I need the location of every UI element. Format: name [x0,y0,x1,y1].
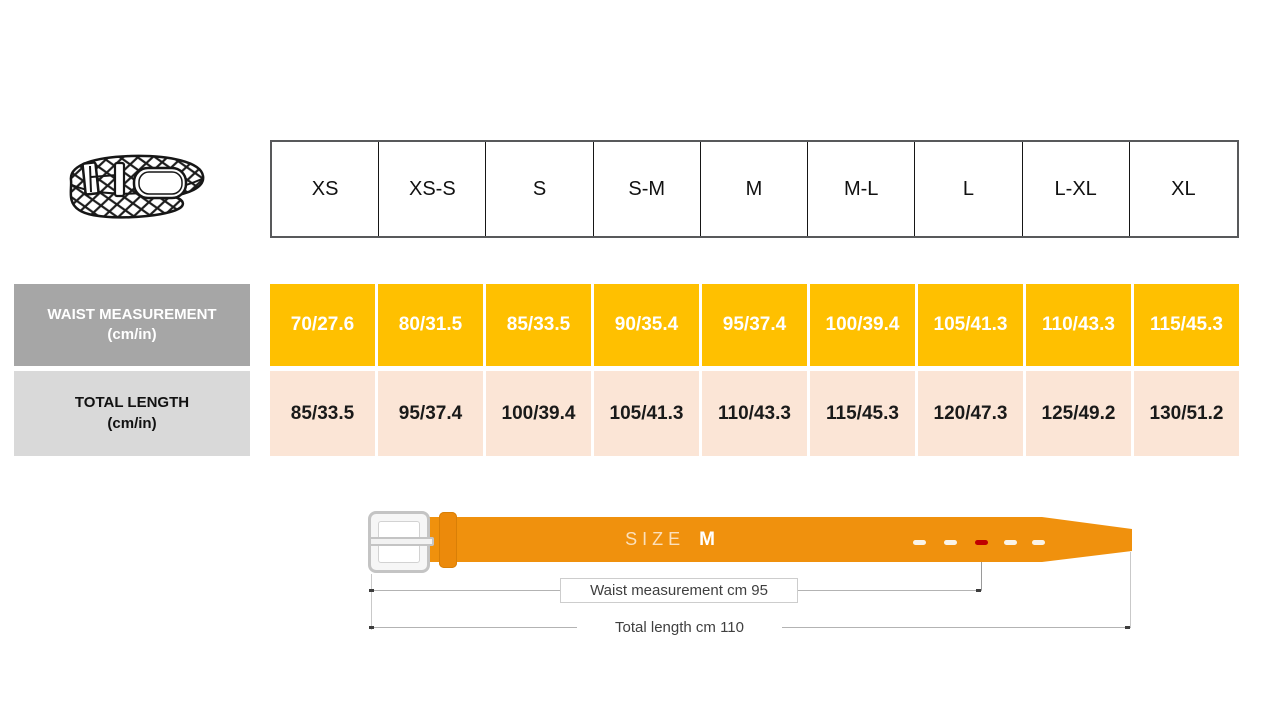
braided-belt-illustration [57,150,209,226]
length-value-cell: 115/45.3 [810,371,915,456]
total-length-dimension-label: Total length cm 110 [577,617,782,637]
total-length-row-label: TOTAL LENGTH [74,394,190,412]
belt-hole [913,540,926,545]
belt-size-text: SIZE M [560,517,780,562]
buckle-extension-line [371,574,372,630]
length-value-cell: 120/47.3 [918,371,1023,456]
waist-row-header: WAIST MEASUREMENT (cm/in) [14,284,250,366]
waist-row-cells: 70/27.6 80/31.5 85/33.5 90/35.4 95/37.4 … [270,284,1239,366]
waist-value-cell: 85/33.5 [486,284,591,366]
size-cell: L-XL [1023,142,1130,236]
waist-value-cell: 95/37.4 [702,284,807,366]
length-value-cell: 125/49.2 [1026,371,1131,456]
waist-value-cell: 80/31.5 [378,284,483,366]
waist-value-cell: 100/39.4 [810,284,915,366]
waist-dimension-label: Waist measurement cm 95 [560,578,798,603]
dimension-endpoint [369,589,374,592]
length-value-cell: 95/37.4 [378,371,483,456]
waist-row-unit: (cm/in) [107,326,157,343]
dimension-endpoint [369,626,374,629]
waist-value-cell: 110/43.3 [1026,284,1131,366]
size-word: SIZE [625,529,686,549]
tip-extension-line [1130,552,1131,627]
waist-row-label: WAIST MEASUREMENT [47,305,217,323]
belt-hole [1004,540,1017,545]
belt-keeper-loop [439,512,457,568]
belt-hole-selected [975,540,988,545]
size-cell: S-M [594,142,701,236]
dimension-endpoint [976,589,981,592]
length-value-cell: 85/33.5 [270,371,375,456]
length-value-cell: 110/43.3 [702,371,807,456]
length-value-cell: 105/41.3 [594,371,699,456]
size-cell: M [701,142,809,236]
length-value-cell: 100/39.4 [486,371,591,456]
total-length-row-unit: (cm/in) [107,414,157,432]
belt-strap [425,517,1132,562]
waist-value-cell: 115/45.3 [1134,284,1239,366]
length-value-cell: 130/51.2 [1134,371,1239,456]
size-cell: XS-S [379,142,487,236]
size-cell: XL [1171,177,1196,200]
braided-belt-icon [69,154,205,219]
size-cell: XS [272,142,380,236]
total-length-row-header: TOTAL LENGTH (cm/in) [14,371,250,456]
belt-hole [944,540,957,545]
size-cell: S [486,142,594,236]
waist-value-cell: 105/41.3 [918,284,1023,366]
total-length-row-cells: 85/33.5 95/37.4 100/39.4 105/41.3 110/43… [270,371,1239,456]
belt-hole [1032,540,1045,545]
buckle-prong [369,537,434,546]
size-cell: L [915,142,1023,236]
hole-extension-line [981,546,982,590]
waist-value-cell: 70/27.6 [270,284,375,366]
size-value: M [699,528,715,550]
size-cell: M-L [808,142,916,236]
waist-value-cell: 90/35.4 [594,284,699,366]
size-header-row: XS XS-S S S-M M M-L L L-XL XL [270,140,1239,238]
dimension-endpoint [1125,626,1130,629]
